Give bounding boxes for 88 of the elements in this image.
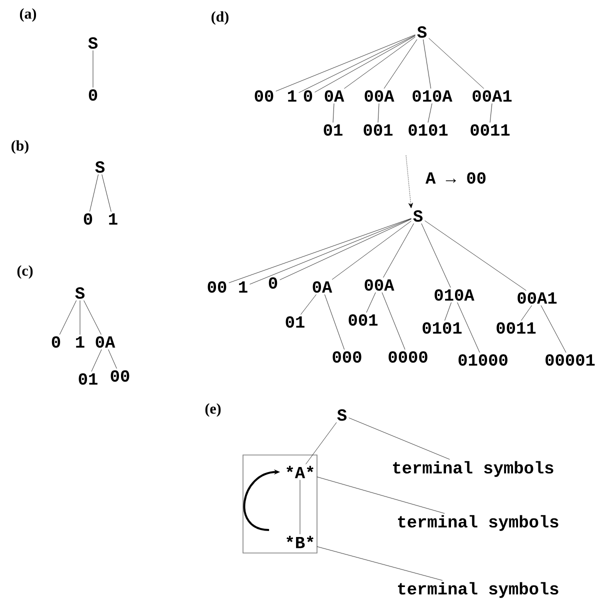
symbol-label: 0A: [312, 281, 332, 293]
branch-line: [378, 103, 380, 123]
dotted-arrow: [406, 155, 413, 208]
panel-label: (e): [205, 403, 221, 417]
symbol-label: 0: [52, 336, 60, 348]
symbol-label: 00A: [364, 279, 394, 291]
branch-line: [421, 223, 451, 288]
symbol-label: 1: [76, 336, 84, 348]
panel-label: (d): [212, 11, 228, 25]
symbol-label: 0011: [470, 124, 510, 136]
symbol-label: 00A1: [472, 90, 512, 102]
symbol-label: 0: [88, 89, 98, 101]
branch-line: [280, 218, 412, 280]
symbol-label: S: [413, 210, 423, 222]
branch-line: [424, 220, 526, 291]
symbol-label: S: [95, 161, 105, 173]
symbol-label: 0011: [496, 322, 536, 334]
symbol-label: *B*: [286, 536, 314, 548]
symbol-label: terminal symbols: [398, 515, 558, 531]
branch-line: [306, 422, 337, 464]
symbol-label: S: [88, 37, 98, 49]
branch-line: [384, 39, 418, 89]
symbol-label: 010A: [434, 289, 474, 301]
branch-line: [84, 300, 102, 335]
branch-line: [444, 302, 452, 321]
panel-label: (b): [12, 140, 28, 154]
branch-line: [90, 174, 98, 212]
branch-line: [366, 292, 376, 313]
branch-line: [298, 35, 416, 93]
symbol-label: 01000: [458, 354, 508, 366]
symbol-label: 0101: [422, 322, 462, 334]
panel-label: (c): [17, 265, 33, 279]
symbol-label: S: [337, 409, 347, 421]
symbol-label: 00: [208, 281, 226, 293]
symbol-label: 00001: [546, 354, 595, 366]
symbol-label: 00A: [364, 90, 394, 102]
symbol-label: 0: [304, 90, 312, 102]
symbol-label: 0: [84, 213, 92, 225]
symbol-label: 1: [109, 213, 118, 225]
branch-line: [108, 349, 117, 369]
symbol-label: 0A: [96, 336, 116, 348]
symbol-label: 0101: [408, 124, 448, 136]
symbol-label: terminal symbols: [393, 461, 554, 477]
branch-line: [91, 349, 102, 372]
symbol-label: 001: [364, 124, 393, 136]
branch-line: [422, 39, 432, 89]
symbol-label: 00: [110, 370, 130, 382]
edge-label: A → 00: [426, 172, 486, 184]
symbol-label: 01: [286, 316, 304, 328]
symbol-label: 001: [348, 314, 378, 326]
branch-line: [92, 50, 94, 88]
branch-line: [457, 302, 480, 353]
branch-line: [314, 36, 416, 92]
branch-line: [300, 294, 316, 315]
symbol-label: 0000: [388, 351, 428, 363]
branch-line: [332, 220, 412, 280]
symbol-label: 01: [324, 124, 342, 136]
branch-line: [382, 292, 406, 350]
branch-line: [383, 223, 414, 278]
branch-line: [428, 38, 484, 89]
branch-line: [348, 418, 450, 460]
frame-box: [242, 454, 318, 554]
branch-line: [316, 476, 445, 514]
symbol-label: 1: [288, 90, 296, 102]
symbol-label: 0: [268, 277, 278, 289]
branch-line: [324, 294, 345, 350]
symbol-label: 1: [239, 281, 248, 293]
branch-line: [276, 34, 416, 92]
branch-line: [344, 36, 416, 89]
symbol-label: S: [417, 26, 427, 38]
branch-line: [332, 103, 334, 123]
symbol-label: 01: [78, 373, 98, 385]
symbol-label: 010A: [412, 90, 452, 102]
symbol-label: S: [75, 287, 85, 299]
branch-line: [428, 103, 432, 123]
branch-line: [540, 305, 566, 353]
branch-line: [59, 300, 77, 335]
branch-line: [316, 546, 443, 581]
symbol-label: terminal symbols: [398, 582, 558, 598]
symbol-label: *A*: [286, 466, 314, 478]
branch-line: [102, 174, 112, 212]
symbol-label: 00A1: [518, 292, 557, 304]
branch-line: [490, 103, 492, 123]
symbol-label: 0A: [324, 90, 344, 102]
symbol-label: 000: [332, 351, 362, 363]
symbol-label: 00: [254, 90, 274, 102]
branch-line: [521, 305, 532, 321]
panel-label: (a): [20, 8, 36, 22]
